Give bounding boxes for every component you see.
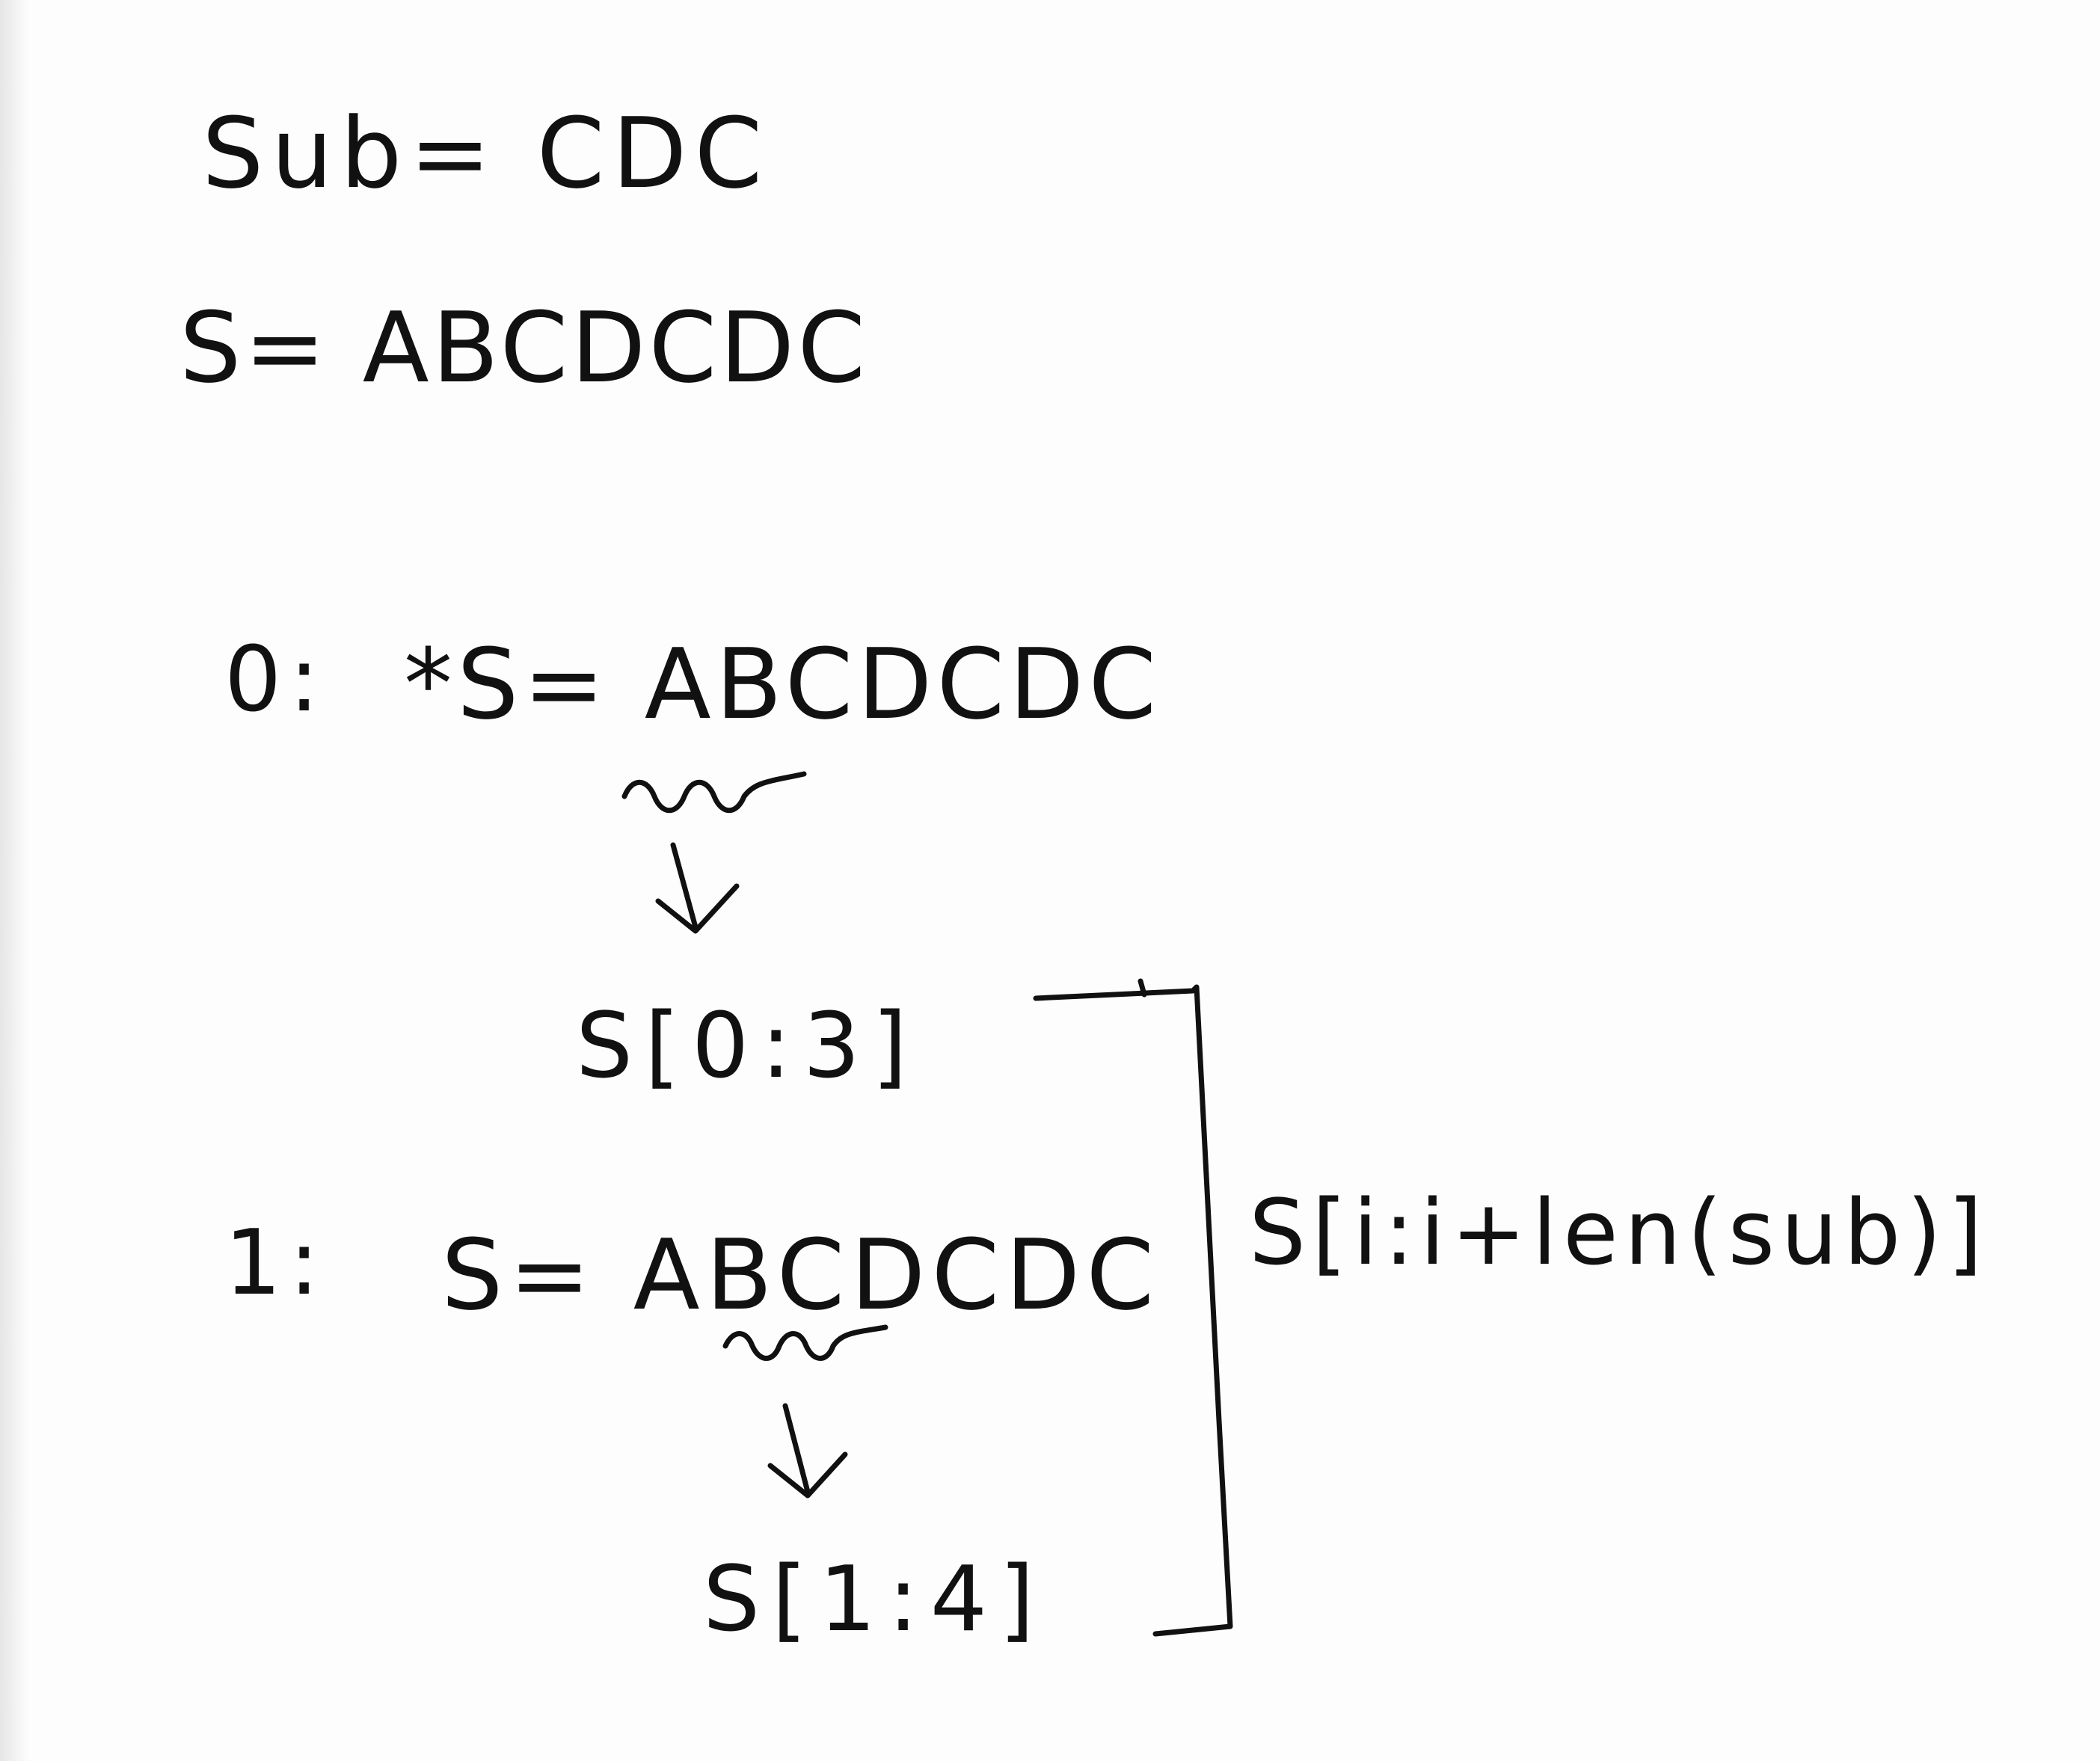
step-1-label: 1: bbox=[224, 1211, 327, 1315]
general-slice-formula: S[i:i+len(sub)] bbox=[1249, 1181, 1989, 1285]
bracket-tick-top bbox=[1138, 978, 1147, 998]
paper-edge-shadow bbox=[0, 0, 30, 1761]
squiggle-underline-step-0 bbox=[621, 771, 807, 814]
step-0-label: 0: bbox=[224, 628, 327, 732]
step-0-string: *S= ABCDCDC bbox=[404, 627, 1161, 741]
step-1-slice: S[1:4] bbox=[703, 1548, 1046, 1652]
step-1-string: S= ABCDCDC bbox=[441, 1218, 1161, 1332]
down-arrow-step-0 bbox=[655, 842, 740, 934]
squiggle-underline-step-1 bbox=[722, 1324, 888, 1361]
down-arrow-step-1 bbox=[767, 1403, 848, 1499]
step-0-slice: S[0:3] bbox=[576, 995, 919, 1098]
sub-definition: Sub= CDC bbox=[202, 96, 770, 210]
s-definition: S= ABCDCDC bbox=[179, 291, 869, 405]
